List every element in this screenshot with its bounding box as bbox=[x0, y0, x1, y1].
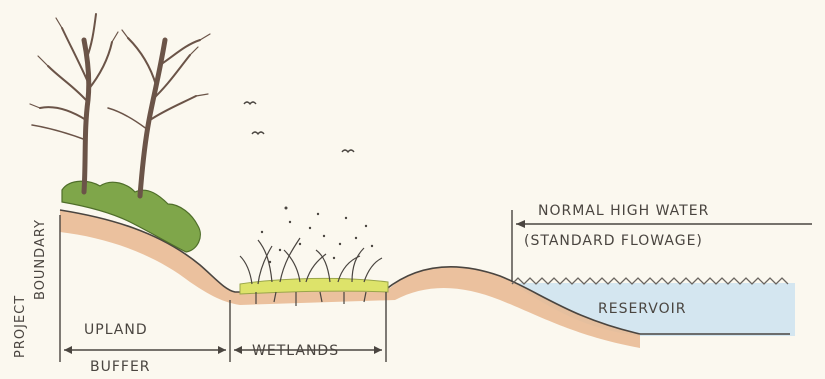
reservoir-label: RESERVOIR bbox=[598, 301, 686, 317]
wetland-marsh bbox=[240, 207, 388, 307]
upland-label: UPLAND bbox=[84, 322, 148, 338]
birds bbox=[244, 102, 354, 152]
tree-left bbox=[30, 14, 118, 192]
wetlands-label: WETLANDS bbox=[252, 343, 339, 359]
project-boundary-label-line1: PROJECT bbox=[13, 295, 28, 358]
normal-high-water-label: NORMAL HIGH WATER bbox=[538, 203, 709, 219]
buffer-label: BUFFER bbox=[90, 359, 151, 375]
tree-right bbox=[108, 30, 210, 196]
project-boundary-label-line2: BOUNDARY bbox=[33, 219, 48, 300]
standard-flowage-label: (STANDARD FLOWAGE) bbox=[524, 233, 703, 249]
